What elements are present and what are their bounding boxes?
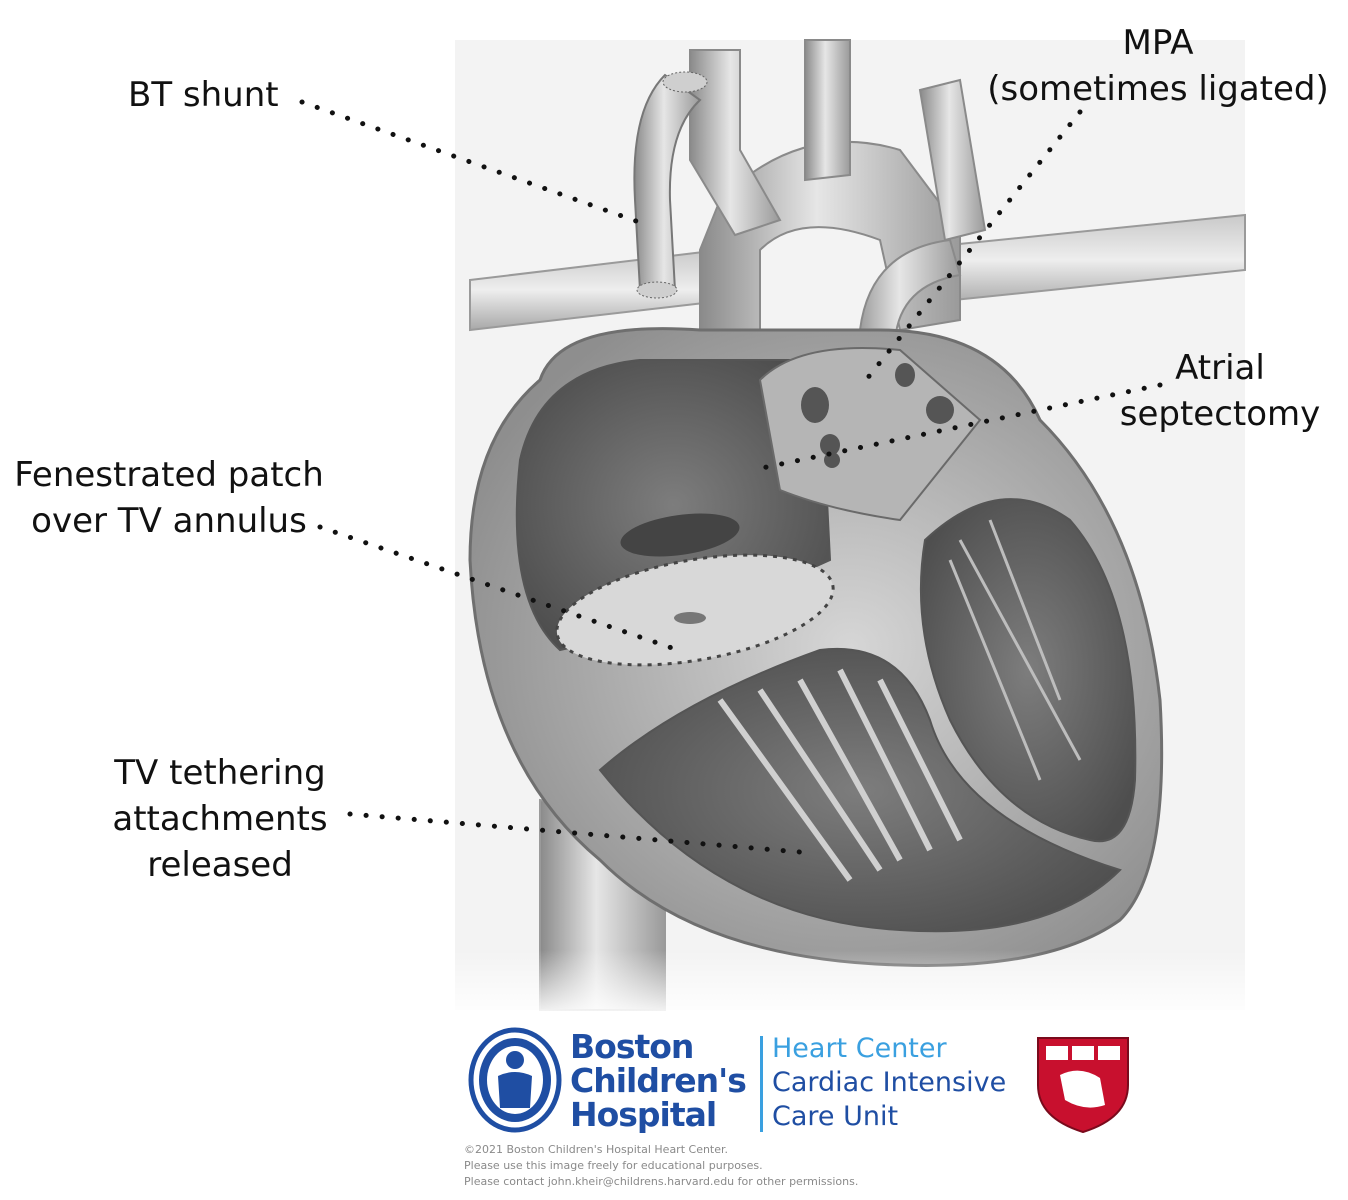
head-vessel-3 bbox=[918, 78, 987, 242]
bt-shunt-anastomosis-bottom bbox=[636, 281, 678, 299]
label-atrial-septectomy: Atrial septectomy bbox=[1110, 345, 1330, 437]
label-fenestrated-patch: Fenestrated patch over TV annulus bbox=[6, 452, 332, 544]
leader-tv-tethering bbox=[347, 811, 803, 855]
label-fenestrated-line1: Fenestrated patch bbox=[14, 455, 324, 495]
wordmark-line3: Hospital bbox=[570, 1095, 717, 1134]
lv-papillary-strands bbox=[948, 519, 1082, 781]
label-atrial-line2: septectomy bbox=[1119, 394, 1321, 434]
septectomy-hole-1 bbox=[801, 387, 829, 423]
septectomy-hole-2 bbox=[895, 363, 915, 387]
copyright-line2: Please use this image freely for educati… bbox=[464, 1159, 763, 1172]
label-tv-line2: attachments bbox=[112, 799, 328, 839]
logo-divider bbox=[760, 1036, 763, 1132]
heart-center-title: Heart Center bbox=[772, 1033, 947, 1064]
head-vessel-1 bbox=[689, 49, 782, 237]
rv-chordae bbox=[717, 668, 963, 882]
bt-shunt-anastomosis-top bbox=[662, 71, 708, 93]
harvard-shield bbox=[1037, 1037, 1129, 1134]
wordmark-line1: Boston bbox=[570, 1027, 694, 1066]
cicu-line1: Cardiac Intensive bbox=[772, 1067, 1007, 1098]
atrial-opening bbox=[620, 513, 740, 557]
label-tv-line1: TV tethering bbox=[114, 753, 326, 793]
label-bt-shunt-text: BT shunt bbox=[128, 75, 279, 115]
leader-fenestrated-patch bbox=[317, 524, 675, 651]
label-bt-shunt: BT shunt bbox=[128, 72, 279, 118]
copyright-line1: ©2021 Boston Children's Hospital Heart C… bbox=[464, 1143, 729, 1156]
bottom-fade bbox=[455, 950, 1245, 1020]
septectomy-hole-4 bbox=[820, 434, 840, 456]
patch-fenestration bbox=[674, 612, 706, 624]
label-tv-line3: released bbox=[147, 845, 293, 885]
leader-bt-shunt bbox=[299, 99, 653, 229]
leader-atrial-septectomy bbox=[759, 382, 1163, 471]
boston-childrens-wordmark: Boston Children's Hospital bbox=[570, 1027, 747, 1134]
boston-childrens-seal bbox=[468, 1027, 562, 1133]
septectomy-hole-5 bbox=[824, 452, 840, 468]
label-mpa-line2: (sometimes ligated) bbox=[987, 69, 1329, 109]
logo-block: Boston Children's Hospital Heart Center … bbox=[470, 1028, 1170, 1148]
label-atrial-line1: Atrial bbox=[1175, 348, 1265, 388]
copyright-line3: Please contact john.kheir@childrens.harv… bbox=[464, 1175, 859, 1188]
wordmark-line2: Children's bbox=[570, 1061, 747, 1100]
fenestrated-patch bbox=[555, 553, 835, 667]
leader-lines bbox=[299, 99, 1163, 855]
label-tv-tethering: TV tethering attachments released bbox=[100, 750, 340, 888]
septectomy-hole-3 bbox=[926, 396, 954, 424]
label-mpa: MPA (sometimes ligated) bbox=[978, 20, 1338, 112]
heart-center-wordmark: Heart Center Cardiac Intensive Care Unit bbox=[772, 1032, 1006, 1134]
label-fenestrated-line2: over TV annulus bbox=[31, 501, 307, 541]
left-ventricle-cavity bbox=[919, 498, 1137, 843]
cicu-line2: Care Unit bbox=[772, 1101, 899, 1132]
head-vessel-2 bbox=[804, 39, 851, 182]
label-mpa-line1: MPA bbox=[1122, 23, 1194, 63]
copyright-notice: ©2021 Boston Children's Hospital Heart C… bbox=[464, 1142, 858, 1190]
